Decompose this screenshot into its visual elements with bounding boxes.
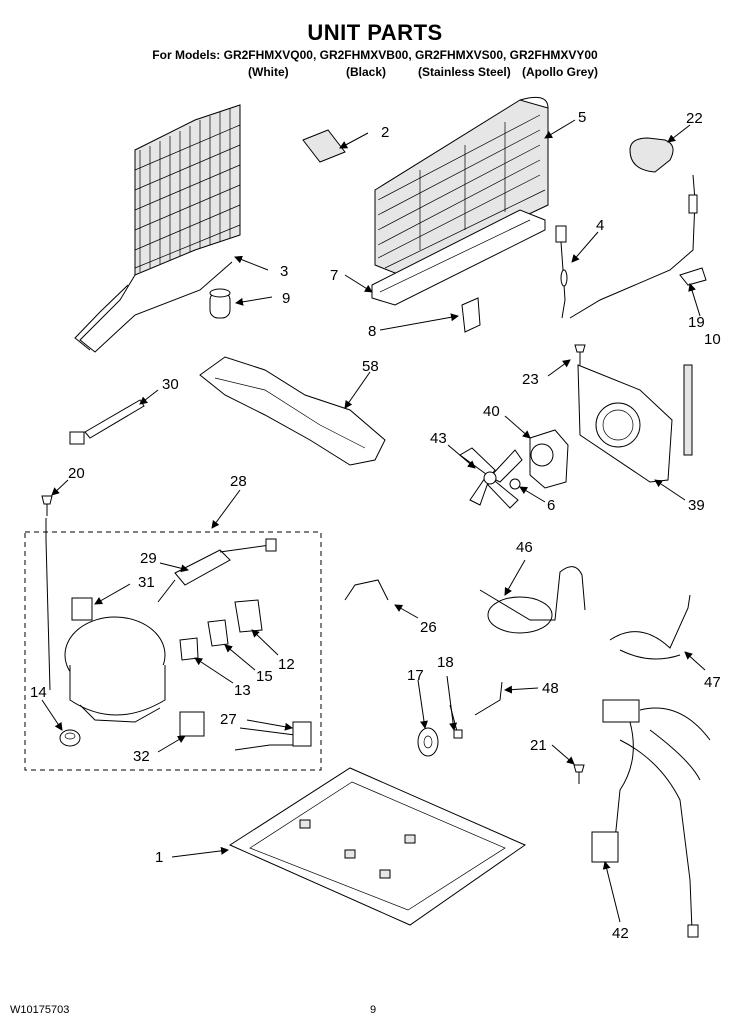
document-number: W10175703 bbox=[10, 1004, 70, 1016]
fan-shroud-part bbox=[577, 364, 673, 483]
callout-1: 1 bbox=[155, 849, 163, 866]
defrost-heater-part bbox=[69, 399, 145, 445]
callout-29: 29 bbox=[140, 550, 157, 567]
callout-18: 18 bbox=[437, 654, 454, 671]
compressor-part bbox=[64, 616, 166, 723]
thermostat-cap-part bbox=[629, 137, 674, 173]
callout-39: 39 bbox=[688, 497, 705, 514]
drain-pan-part bbox=[199, 356, 386, 466]
drain-trough-part bbox=[371, 209, 546, 306]
compressor-group-outline bbox=[24, 531, 322, 771]
drain-tube-part bbox=[609, 594, 691, 660]
callout-23: 23 bbox=[522, 371, 539, 388]
callout-17: 17 bbox=[407, 667, 424, 684]
callout-3: 3 bbox=[280, 263, 288, 280]
overload-part bbox=[179, 711, 205, 737]
callout-22: 22 bbox=[686, 110, 703, 127]
roller-part bbox=[417, 727, 439, 757]
model-list: For Models: GR2FHMXVQ00, GR2FHMXVB00, GR… bbox=[152, 48, 598, 62]
callout-leaders bbox=[41, 119, 706, 923]
screw-23-part bbox=[574, 344, 586, 365]
nut-part bbox=[509, 478, 521, 490]
color-variant-stainless: (Stainless Steel) bbox=[418, 65, 511, 79]
callout-12: 12 bbox=[278, 656, 295, 673]
suction-tube-part bbox=[479, 566, 586, 634]
grommet-part bbox=[59, 729, 81, 747]
callout-26: 26 bbox=[420, 619, 437, 636]
compressor-harness-part bbox=[234, 721, 312, 751]
callout-10: 10 bbox=[704, 331, 721, 348]
callout-6: 6 bbox=[547, 497, 555, 514]
relay-parts bbox=[179, 599, 263, 661]
heater-wire-part bbox=[569, 174, 707, 319]
bracket-part bbox=[461, 297, 481, 333]
page-title: UNIT PARTS bbox=[307, 20, 443, 45]
callout-40: 40 bbox=[483, 403, 500, 420]
callout-42: 42 bbox=[612, 925, 629, 942]
screw-21-part bbox=[573, 764, 585, 784]
fan-blade-part bbox=[459, 447, 523, 509]
foam-strip-part bbox=[683, 364, 693, 456]
clip-wire-part bbox=[344, 579, 389, 601]
callout-28: 28 bbox=[230, 473, 247, 490]
callout-5: 5 bbox=[578, 109, 586, 126]
callout-32: 32 bbox=[133, 748, 150, 765]
callout-14: 14 bbox=[30, 684, 47, 701]
filter-drier-part bbox=[209, 288, 231, 319]
callout-47: 47 bbox=[704, 674, 721, 691]
evaporator-part bbox=[374, 96, 549, 276]
callout-48: 48 bbox=[542, 680, 559, 697]
color-variant-black: (Black) bbox=[346, 65, 387, 79]
callout-labels: 2 5 3 9 22 4 7 8 19 10 30 58 23 40 43 39… bbox=[30, 109, 721, 942]
callout-19: 19 bbox=[688, 314, 705, 331]
callout-31: 31 bbox=[138, 574, 155, 591]
color-variant-white: (White) bbox=[248, 65, 289, 79]
color-variant-apollo-grey: (Apollo Grey) bbox=[522, 65, 599, 79]
page-number: 9 bbox=[370, 1004, 377, 1016]
main-wire-harness-part bbox=[591, 699, 711, 938]
start-device-part bbox=[157, 538, 277, 603]
callout-7: 7 bbox=[330, 267, 338, 284]
screw-20-part bbox=[41, 495, 53, 516]
callout-9: 9 bbox=[282, 290, 290, 307]
callout-8: 8 bbox=[368, 323, 376, 340]
callout-43: 43 bbox=[430, 430, 447, 447]
callout-2: 2 bbox=[381, 124, 389, 141]
defrost-wire-part bbox=[555, 225, 568, 319]
callout-15: 15 bbox=[256, 668, 273, 685]
base-plate-part bbox=[228, 767, 527, 926]
callout-27: 27 bbox=[220, 711, 237, 728]
condenser-coil-part bbox=[74, 104, 241, 353]
gasket-pad-part bbox=[302, 129, 346, 163]
water-tube-part bbox=[474, 681, 503, 716]
fan-motor-part bbox=[529, 429, 569, 489]
callout-30: 30 bbox=[162, 376, 179, 393]
callout-21: 21 bbox=[530, 737, 547, 754]
callout-46: 46 bbox=[516, 539, 533, 556]
callout-13: 13 bbox=[234, 682, 251, 699]
callout-58: 58 bbox=[362, 358, 379, 375]
callout-4: 4 bbox=[596, 217, 604, 234]
connector-31-part bbox=[71, 597, 93, 621]
callout-20: 20 bbox=[68, 465, 85, 482]
